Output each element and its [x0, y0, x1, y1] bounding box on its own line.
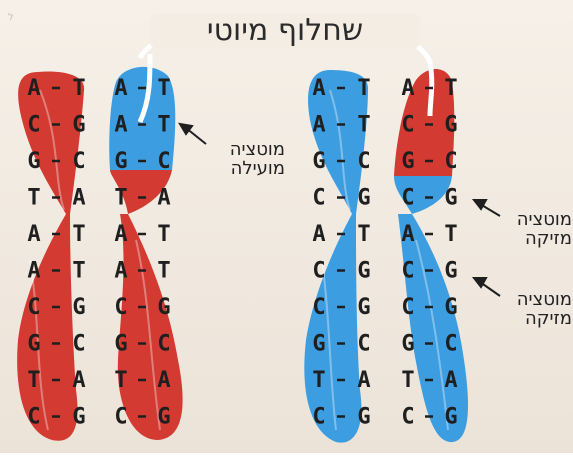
right-base-r3-c3: G: [401, 149, 414, 174]
left-base-r7-c1: C: [27, 295, 40, 320]
left-base-r4-c4: A: [157, 186, 170, 211]
left-base-r10-c2: G: [72, 405, 85, 430]
left-base-r5-c3: A: [114, 222, 127, 247]
right-base-r5-c3: A: [401, 222, 414, 247]
annotation-harmful-1-line1: מוטציה: [492, 210, 572, 229]
annotation-harmful-2-line2: מזיקה: [492, 309, 572, 328]
left-base-r1-c1: A: [27, 76, 40, 101]
left-base-r7-c4: G: [157, 295, 170, 320]
left-base-r8-c4: C: [157, 332, 170, 357]
right-base-r4-c2: G: [357, 186, 370, 211]
right-base-r8-c2: C: [357, 332, 370, 357]
right-base-r8-c1: G: [312, 332, 325, 357]
left-base-r3-c3: G: [114, 149, 127, 174]
left-base-r3-c1: G: [27, 149, 40, 174]
annotation-harmful-2-line1: מוטציה: [492, 290, 572, 309]
right-base-r3-c4: C: [444, 149, 457, 174]
left-base-r9-c1: T: [27, 368, 40, 393]
left-base-r9-c2: A: [72, 368, 85, 393]
left-base-r2-c4: T: [157, 113, 170, 138]
right-base-r6-c3: C: [401, 259, 414, 284]
annotation-beneficial-line2: מועילה: [205, 159, 285, 178]
annotation-beneficial-line1: מוטציה: [205, 140, 285, 159]
right-base-r1-c4: T: [444, 76, 457, 101]
left-base-r3-c4: C: [157, 149, 170, 174]
annotation-harmful-2: מוטציה מזיקה: [492, 290, 572, 328]
right-base-r3-c2: C: [357, 149, 370, 174]
left-base-r1-c3: A: [114, 76, 127, 101]
annotation-beneficial: מוטציה מועילה: [205, 140, 285, 178]
right-base-r5-c4: T: [444, 222, 457, 247]
left-base-r1-c4: T: [157, 76, 170, 101]
left-base-r3-c2: C: [72, 149, 85, 174]
left-base-r10-c4: G: [157, 405, 170, 430]
left-base-r5-c2: T: [72, 222, 85, 247]
left-base-r6-c1: A: [27, 259, 40, 284]
left-base-r7-c3: C: [114, 295, 127, 320]
right-base-r2-c1: A: [312, 113, 325, 138]
left-base-r1-c2: T: [72, 76, 85, 101]
right-base-r5-c1: A: [312, 222, 325, 247]
left-base-r9-c4: A: [157, 368, 170, 393]
corner-mark: ל: [8, 12, 14, 23]
right-base-r2-c3: C: [401, 113, 414, 138]
left-base-r6-c4: T: [157, 259, 170, 284]
left-base-r9-c3: T: [114, 368, 127, 393]
left-base-r2-c1: C: [27, 113, 40, 138]
annotation-harmful-1-line2: מזיקה: [492, 229, 572, 248]
left-base-r4-c2: A: [72, 186, 85, 211]
left-base-r8-c2: C: [72, 332, 85, 357]
right-base-r1-c1: A: [312, 76, 325, 101]
diagram-title: שחלוף מיוטי: [150, 14, 420, 48]
right-base-r7-c3: C: [401, 295, 414, 320]
left-base-r7-c2: G: [72, 295, 85, 320]
right-base-r5-c2: T: [357, 222, 370, 247]
left-base-r8-c1: G: [27, 332, 40, 357]
right-base-r1-c2: T: [357, 76, 370, 101]
left-base-r2-c2: G: [72, 113, 85, 138]
left-base-r2-c3: A: [114, 113, 127, 138]
left-base-r6-c3: A: [114, 259, 127, 284]
right-base-r9-c1: T: [312, 368, 325, 393]
right-base-r9-c3: T: [401, 368, 414, 393]
right-base-r10-c4: G: [444, 405, 457, 430]
right-base-r2-c4: G: [444, 113, 457, 138]
right-base-r7-c1: C: [312, 295, 325, 320]
left-base-r4-c3: T: [114, 186, 127, 211]
right-base-r8-c4: C: [444, 332, 457, 357]
right-base-r6-c1: C: [312, 259, 325, 284]
right-base-r7-c4: G: [444, 295, 457, 320]
right-base-r6-c2: G: [357, 259, 370, 284]
annotation-harmful-1: מוטציה מזיקה: [492, 210, 572, 248]
right-base-r4-c1: C: [312, 186, 325, 211]
left-base-r4-c1: T: [27, 186, 40, 211]
right-base-r1-c3: A: [401, 76, 414, 101]
right-base-r4-c3: C: [401, 186, 414, 211]
left-base-r5-c1: A: [27, 222, 40, 247]
right-base-r3-c1: G: [312, 149, 325, 174]
right-base-r8-c3: G: [401, 332, 414, 357]
right-base-r2-c2: T: [357, 113, 370, 138]
right-base-r4-c4: G: [444, 186, 457, 211]
left-base-r10-c1: C: [27, 405, 40, 430]
right-base-r9-c2: A: [357, 368, 370, 393]
right-base-r10-c1: C: [312, 405, 325, 430]
right-base-r10-c2: G: [357, 405, 370, 430]
right-base-r9-c4: A: [444, 368, 457, 393]
right-base-r7-c2: G: [357, 295, 370, 320]
right-base-r10-c3: C: [401, 405, 414, 430]
left-base-r5-c4: T: [157, 222, 170, 247]
right-base-r6-c4: G: [444, 259, 457, 284]
left-base-r6-c2: T: [72, 259, 85, 284]
left-base-r10-c3: C: [114, 405, 127, 430]
left-base-r8-c3: G: [114, 332, 127, 357]
